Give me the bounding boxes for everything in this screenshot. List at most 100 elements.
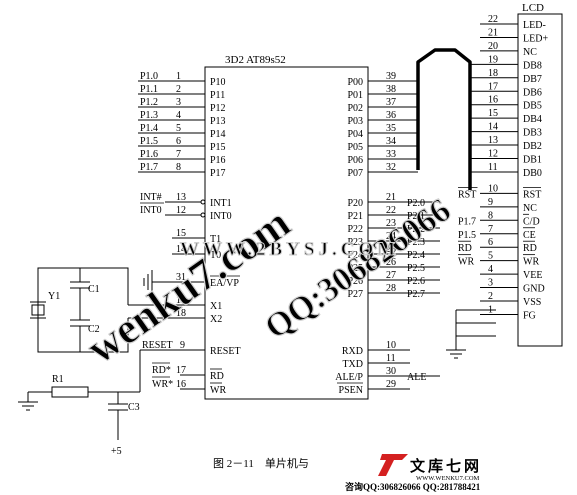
lcd-pin-name: DB3 (523, 128, 542, 139)
lcd-pin-number: 2 (488, 291, 493, 302)
mcu-pin-name: P04 (347, 129, 363, 140)
mcu-pin-name: WR (210, 385, 226, 396)
pin-bubble (200, 199, 206, 205)
mcu-pin-name: P14 (210, 129, 226, 140)
net-label: P1.4 (140, 123, 158, 134)
mcu-pin-name: P22 (347, 224, 363, 235)
mcu-pin-number: 14 (176, 244, 186, 255)
reset-circuit (18, 349, 205, 440)
mcu-pin-number: 23 (386, 218, 396, 229)
mcu-pin-name: T1 (210, 234, 221, 245)
lcd-pin-number: 12 (488, 149, 498, 160)
net-label: WR (458, 257, 474, 268)
mcu-right-pins: P0039P0138P0237P0336P0435P0534P0633P0732… (335, 71, 440, 396)
lcd-pin-number: 4 (488, 264, 493, 275)
mcu-title: 3D2 AT89s52 (225, 54, 286, 66)
lcd-pin-name: LED- (523, 20, 546, 31)
mcu-pin-number: 4 (176, 110, 181, 121)
mcu-pin-name: P21 (347, 211, 363, 222)
mcu-pin-name: INT1 (210, 198, 232, 209)
net-label: P1.7 (140, 162, 158, 173)
mcu-pin-name: P12 (210, 103, 226, 114)
logo-mark-icon (378, 454, 408, 476)
mcu-left-pins: P101P1.0P112P1.1P123P1.2P134P1.3P145P1.4… (138, 71, 241, 396)
resistor-r1-label: R1 (52, 374, 64, 385)
mcu-pin-name: TXD (342, 359, 363, 370)
mcu-pin-number: 2 (176, 84, 181, 95)
net-label: P1.2 (140, 97, 158, 108)
lcd-pins: LED-22LED+21NC20DB819DB718DB617DB516DB41… (458, 14, 548, 321)
lcd-pin-name: DB0 (523, 168, 542, 179)
lcd-pin-number: 8 (488, 210, 493, 221)
mcu-pin-name: P23 (347, 237, 363, 248)
net-label: INT0 (140, 205, 162, 216)
watermark-diagonal-1: wenku7.com (78, 198, 299, 373)
mcu-pin-number: 29 (386, 379, 396, 390)
mcu-pin-number: 25 (386, 244, 396, 255)
mcu-pin-number: 32 (386, 162, 396, 173)
lcd-ground (446, 309, 496, 359)
net-label: P1.7 (458, 216, 476, 227)
cap-c3-label: C3 (128, 402, 140, 413)
mcu-pin-name: P16 (210, 155, 226, 166)
mcu-pin-number: 6 (176, 136, 181, 147)
mcu-pin-number: 8 (176, 162, 181, 173)
mcu-pin-number: 18 (176, 308, 186, 319)
mcu-pin-name: EA/VP (210, 278, 239, 289)
site-logo: 文库七网 WWW.WENKU7.COM (378, 454, 480, 482)
net-label: P2.7 (407, 289, 425, 300)
net-label: P1.5 (458, 230, 476, 241)
lcd-pin-number: 20 (488, 41, 498, 52)
lcd-pin-name: DB7 (523, 74, 542, 85)
mcu-pin-number: 36 (386, 110, 396, 121)
lcd-pin-name: NC (523, 203, 537, 214)
mcu-pin-name: P02 (347, 103, 363, 114)
lcd-pin-name: VSS (523, 297, 541, 308)
mcu-pin-name: RXD (342, 346, 363, 357)
mcu-pin-number: 10 (386, 340, 396, 351)
mcu-pin-name: X1 (210, 301, 222, 312)
mcu-pin-name: P20 (347, 198, 363, 209)
net-label: P1.0 (140, 71, 158, 82)
net-label: P2.2 (407, 224, 425, 235)
cap-c1-label: C1 (88, 284, 100, 295)
lcd-pin-number: 13 (488, 135, 498, 146)
mcu-pin-number: 3 (176, 97, 181, 108)
mcu-pin-number: 5 (176, 123, 181, 134)
cap-c2-label: C2 (88, 324, 100, 335)
lcd-pin-name: NC (523, 47, 537, 58)
mcu-pin-name: P24 (347, 250, 363, 261)
mcu-pin-number: 13 (176, 192, 186, 203)
mcu-pin-name: P11 (210, 90, 225, 101)
mcu-pin-name: P06 (347, 155, 363, 166)
lcd-title: LCD (522, 2, 544, 14)
net-label: P1.3 (140, 110, 158, 121)
mcu-pin-number: 17 (176, 365, 186, 376)
mcu-pin-number: 27 (386, 270, 396, 281)
mcu-pin-number: 9 (180, 340, 185, 351)
mcu-pin-number: 28 (386, 283, 396, 294)
lcd-pin-number: 19 (488, 54, 498, 65)
mcu-pin-name: X2 (210, 314, 222, 325)
mcu-pin-number: 15 (176, 228, 186, 239)
mcu-pin-number: 7 (176, 149, 181, 160)
lcd-pin-name: CE (523, 230, 536, 241)
lcd-pin-name: RST (523, 189, 541, 200)
watermark-banner: WWW.2BYSJ.COM (180, 239, 399, 260)
net-label: P1.5 (140, 136, 158, 147)
lcd-pin-name: DB6 (523, 87, 542, 98)
pin-bubble (200, 212, 206, 218)
lcd-pin-name: DB1 (523, 155, 542, 166)
lcd-pin-name: RD (523, 243, 537, 254)
mcu-pin-name: P03 (347, 116, 363, 127)
mcu-pin-name: P01 (347, 90, 363, 101)
lcd-pin-number: 6 (488, 237, 493, 248)
lcd-pin-name: GND (523, 284, 545, 295)
lcd-pin-number: 7 (488, 224, 493, 235)
lcd-pin-name: DB2 (523, 141, 542, 152)
lcd-pin-name: VEE (523, 270, 542, 281)
mcu-pin-name: RESET (210, 346, 241, 357)
mcu-pin-number: 11 (386, 353, 396, 364)
lcd-pin-name: DB4 (523, 114, 542, 125)
mcu-pin-name: P05 (347, 142, 363, 153)
